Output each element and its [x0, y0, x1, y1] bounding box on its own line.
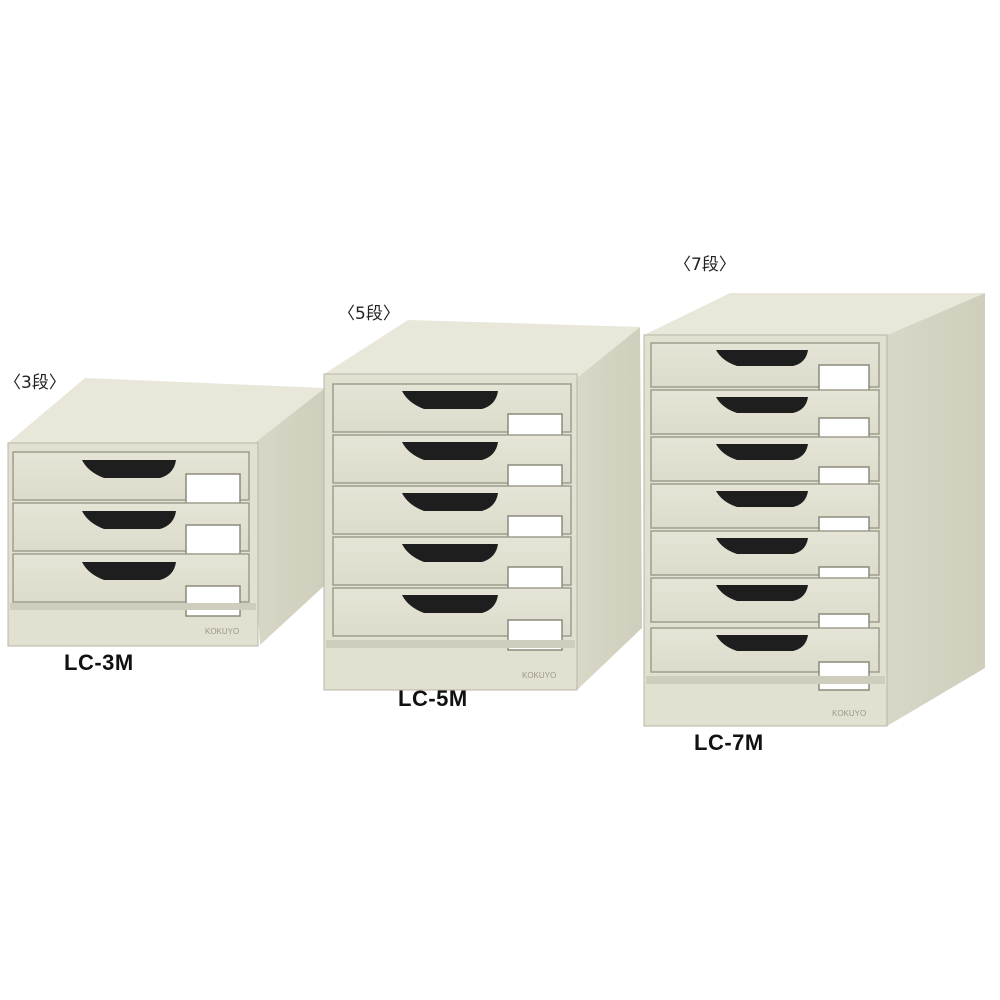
drawer[interactable]: [650, 342, 880, 394]
drawer[interactable]: [332, 434, 572, 496]
brand-mark: KOKUYO: [522, 671, 556, 680]
drawer-handle[interactable]: [716, 538, 808, 554]
drawer[interactable]: [12, 553, 250, 617]
cabinet-base-rail: [646, 676, 885, 684]
drawer[interactable]: [12, 451, 250, 505]
drawer-handle[interactable]: [82, 562, 176, 580]
label-window: [185, 585, 241, 617]
tier-label-7: 〈7段〉: [674, 255, 736, 275]
model-label-lc-3m: LC-3M: [64, 650, 134, 675]
drawer[interactable]: [12, 502, 250, 556]
drawer[interactable]: [650, 627, 880, 691]
label-window: [185, 473, 241, 505]
label-window: [185, 524, 241, 556]
drawer-handle[interactable]: [402, 544, 498, 562]
drawer[interactable]: [332, 536, 572, 598]
cabinet-side: [248, 388, 325, 645]
drawer-handle[interactable]: [402, 442, 498, 460]
cabinet-side: [577, 327, 642, 690]
tier-label-3: 〈3段〉: [4, 373, 66, 393]
cabinet-base-rail: [10, 603, 256, 610]
brand-mark: KOKUYO: [205, 627, 239, 636]
drawer[interactable]: [650, 436, 880, 496]
drawer-handle[interactable]: [716, 585, 808, 601]
drawer[interactable]: [332, 485, 572, 547]
drawer-handle[interactable]: [82, 511, 176, 529]
cabinet-top: [324, 320, 640, 378]
brand-mark: KOKUYO: [832, 709, 866, 718]
cabinet-lc-3m: KOKUYO: [7, 378, 325, 647]
drawer-handle[interactable]: [402, 493, 498, 511]
model-label-lc-7m: LC-7M: [694, 730, 764, 755]
drawer-handle[interactable]: [716, 350, 808, 366]
drawer-handle[interactable]: [402, 391, 498, 409]
drawer-handle[interactable]: [402, 595, 498, 613]
drawer-handle[interactable]: [82, 460, 176, 478]
drawer-handle[interactable]: [716, 491, 808, 507]
cabinet-lc-5m: KOKUYO: [323, 320, 642, 691]
drawer-handle[interactable]: [716, 397, 808, 413]
cabinet-side: [887, 293, 985, 726]
cabinet-base-rail: [326, 640, 575, 648]
cabinet-top: [644, 293, 985, 335]
drawer-handle[interactable]: [716, 444, 808, 460]
cabinet-lc-7m: KOKUYO: [643, 293, 985, 727]
label-window: [818, 364, 870, 394]
tier-label-5: 〈5段〉: [338, 304, 400, 324]
drawer-handle[interactable]: [716, 635, 808, 651]
model-label-lc-5m: LC-5M: [398, 686, 468, 711]
cabinet-top: [8, 378, 325, 448]
drawer[interactable]: [650, 389, 880, 447]
